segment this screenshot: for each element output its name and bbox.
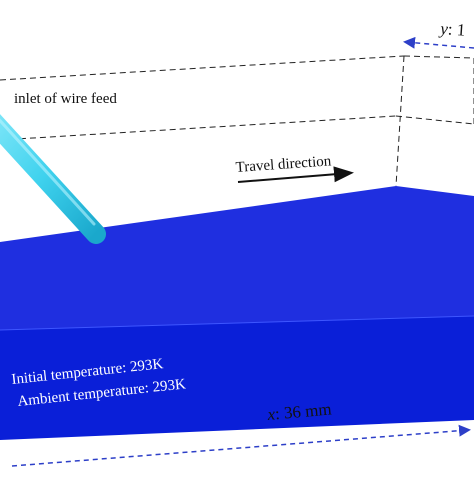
substrate-block: [0, 186, 474, 440]
x-dimension-value: : 36 mm: [274, 399, 332, 423]
wire-feed: [0, 114, 106, 244]
x-dimension-arrow: [11, 424, 471, 467]
substrate-top-face: [0, 186, 474, 330]
inlet-label: inlet of wire feed: [14, 91, 117, 107]
x-dimension-variable: x: [266, 404, 277, 424]
y-dimension-variable: y: [438, 19, 449, 39]
substrate-front-face: [0, 316, 474, 440]
domain-box-outline: [0, 55, 474, 187]
y-dimension-value: : 1: [447, 20, 466, 40]
y-dimension-label: y: 1: [438, 19, 466, 40]
x-dimension-label: x: 36 mm: [266, 399, 333, 424]
travel-direction-arrow: [237, 166, 354, 183]
y-dimension-arrow: [403, 36, 474, 49]
travel-direction-label: Travel direction: [235, 153, 332, 176]
